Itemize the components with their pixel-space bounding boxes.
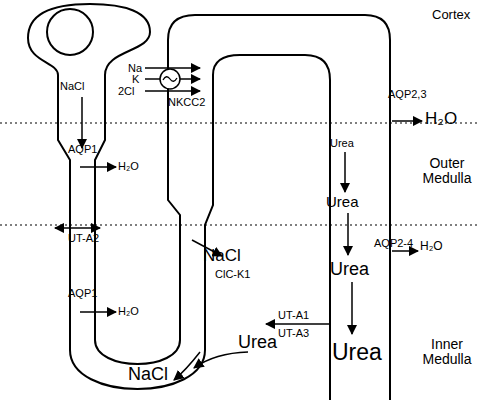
tubule-wall <box>28 4 390 400</box>
flux-arrow <box>344 152 346 192</box>
text-label: ClC-K1 <box>215 268 250 280</box>
flux-arrow <box>80 166 116 168</box>
flux-arrow <box>145 90 200 92</box>
transporter-symbol <box>160 69 180 89</box>
text-label: UT-A1 <box>278 309 309 321</box>
text-label: H₂O <box>425 110 457 129</box>
flux-arrow <box>80 311 116 313</box>
glomerulus <box>47 9 93 55</box>
flux-arrow <box>351 282 353 334</box>
zone-boundary <box>0 224 480 225</box>
flux-arrow <box>392 250 418 252</box>
text-label: AQP1 <box>68 143 97 155</box>
text-label: Outer Medulla <box>416 156 478 187</box>
text-label: Urea <box>330 260 369 280</box>
text-label: NKCC2 <box>168 96 205 108</box>
text-label: Urea <box>332 340 382 365</box>
flux-arrow <box>145 67 200 69</box>
text-label: Inner Medulla <box>416 337 478 368</box>
text-label: Urea <box>238 333 277 353</box>
flux-arrow <box>55 227 100 229</box>
text-label: NaCl <box>203 247 241 266</box>
text-label: H₂O <box>420 240 443 253</box>
flux-arrow <box>81 97 83 148</box>
text-label: 2Cl <box>118 85 135 97</box>
transporter-symbol <box>163 77 177 82</box>
text-label: AQP2,3 <box>388 88 427 100</box>
text-label: NaCl <box>128 365 168 385</box>
text-label: AQP2-4 <box>374 237 413 249</box>
text-label: Na <box>128 62 142 74</box>
text-label: Cortex <box>432 8 470 22</box>
text-label: H₂O <box>118 160 139 172</box>
flux-arrow <box>174 352 200 380</box>
text-label: NaCl <box>60 80 84 92</box>
flux-arrow <box>266 323 330 325</box>
text-label: AQP1 <box>68 287 97 299</box>
text-label: Urea <box>330 137 354 149</box>
flux-arrow <box>194 352 248 368</box>
zone-boundary <box>0 122 480 123</box>
flux-arrow <box>347 213 349 255</box>
text-label: UT-A2 <box>68 232 99 244</box>
flux-arrow <box>392 120 422 122</box>
text-label: UT-A3 <box>278 327 309 339</box>
text-label: H₂O <box>118 305 139 317</box>
text-label: K <box>132 73 139 85</box>
text-label: Urea <box>326 194 359 211</box>
